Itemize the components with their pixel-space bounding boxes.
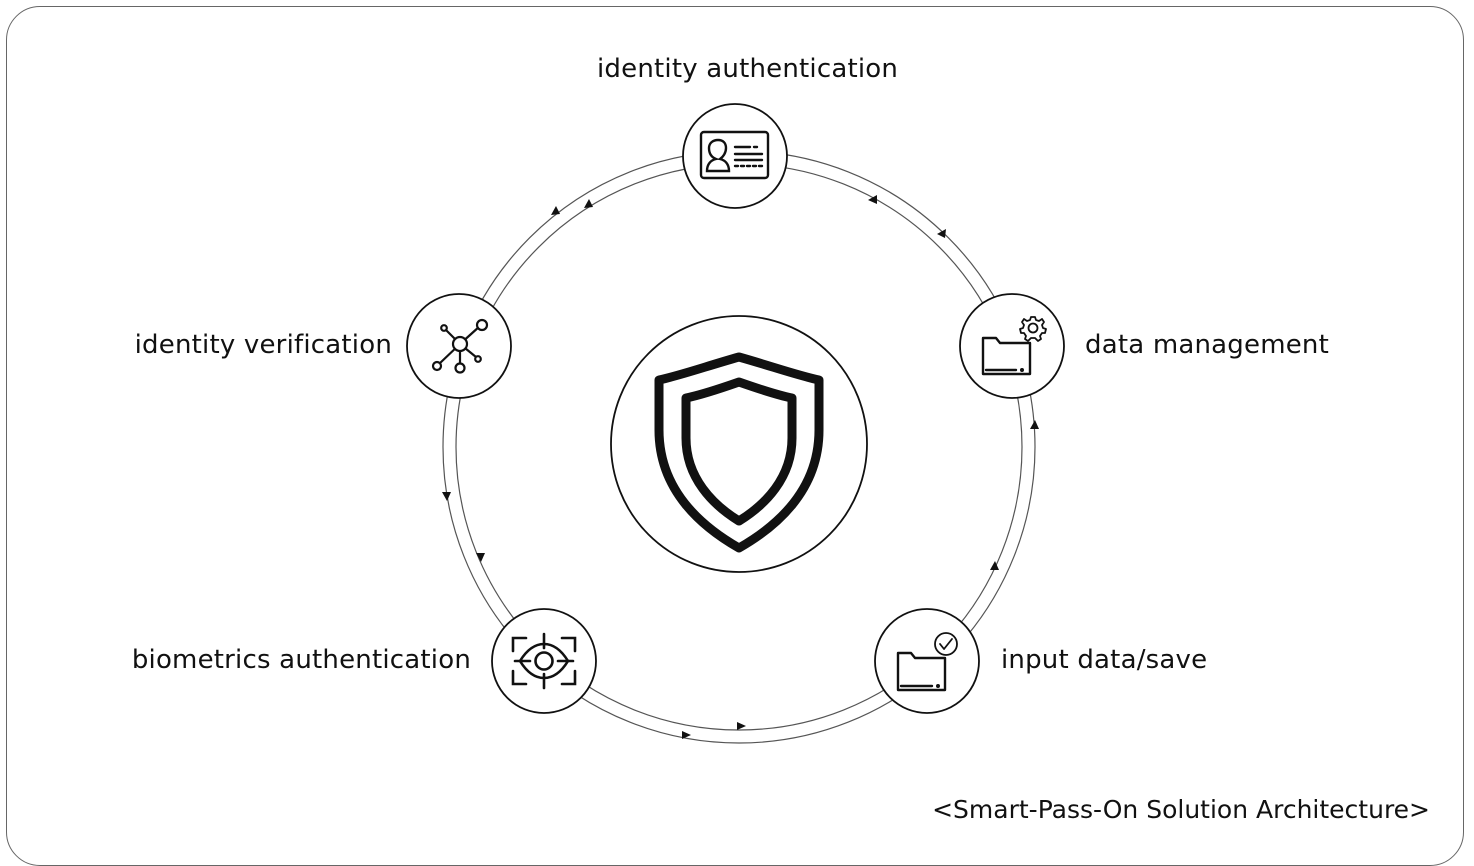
cycle-arrows [442,195,1039,739]
arrow-marker [551,206,560,215]
folder-check-icon [896,632,958,692]
biometrics-authentication-label: biometrics authentication [131,645,471,675]
diagram-caption: <Smart-Pass-On Solution Architecture> [932,795,1430,824]
input-data-save-label: input data/save [1001,645,1208,675]
arrow-marker [584,199,593,208]
architecture-diagram [406,103,1065,744]
id-card-icon [699,130,770,180]
arrow-marker [937,229,946,238]
arrow-marker [682,731,691,739]
arrow-marker [476,553,485,562]
node-identity-authentication [682,103,788,209]
shield-icon [654,352,824,553]
arrow-marker [737,722,746,730]
arrow-marker [868,195,877,204]
eye-scan-icon [511,632,577,690]
identity-verification-label: identity verification [134,330,392,360]
arrow-marker [442,492,451,501]
arrow-marker [1030,420,1039,429]
node-input-data-save [874,608,980,714]
data-management-label: data management [1085,330,1329,360]
identity-authentication-label: identity authentication [597,54,899,84]
folder-gear-icon [981,316,1047,376]
network-nodes-icon [431,318,489,374]
node-data-management [959,293,1065,399]
node-biometrics-authentication [491,608,597,714]
arrow-marker [990,561,999,570]
